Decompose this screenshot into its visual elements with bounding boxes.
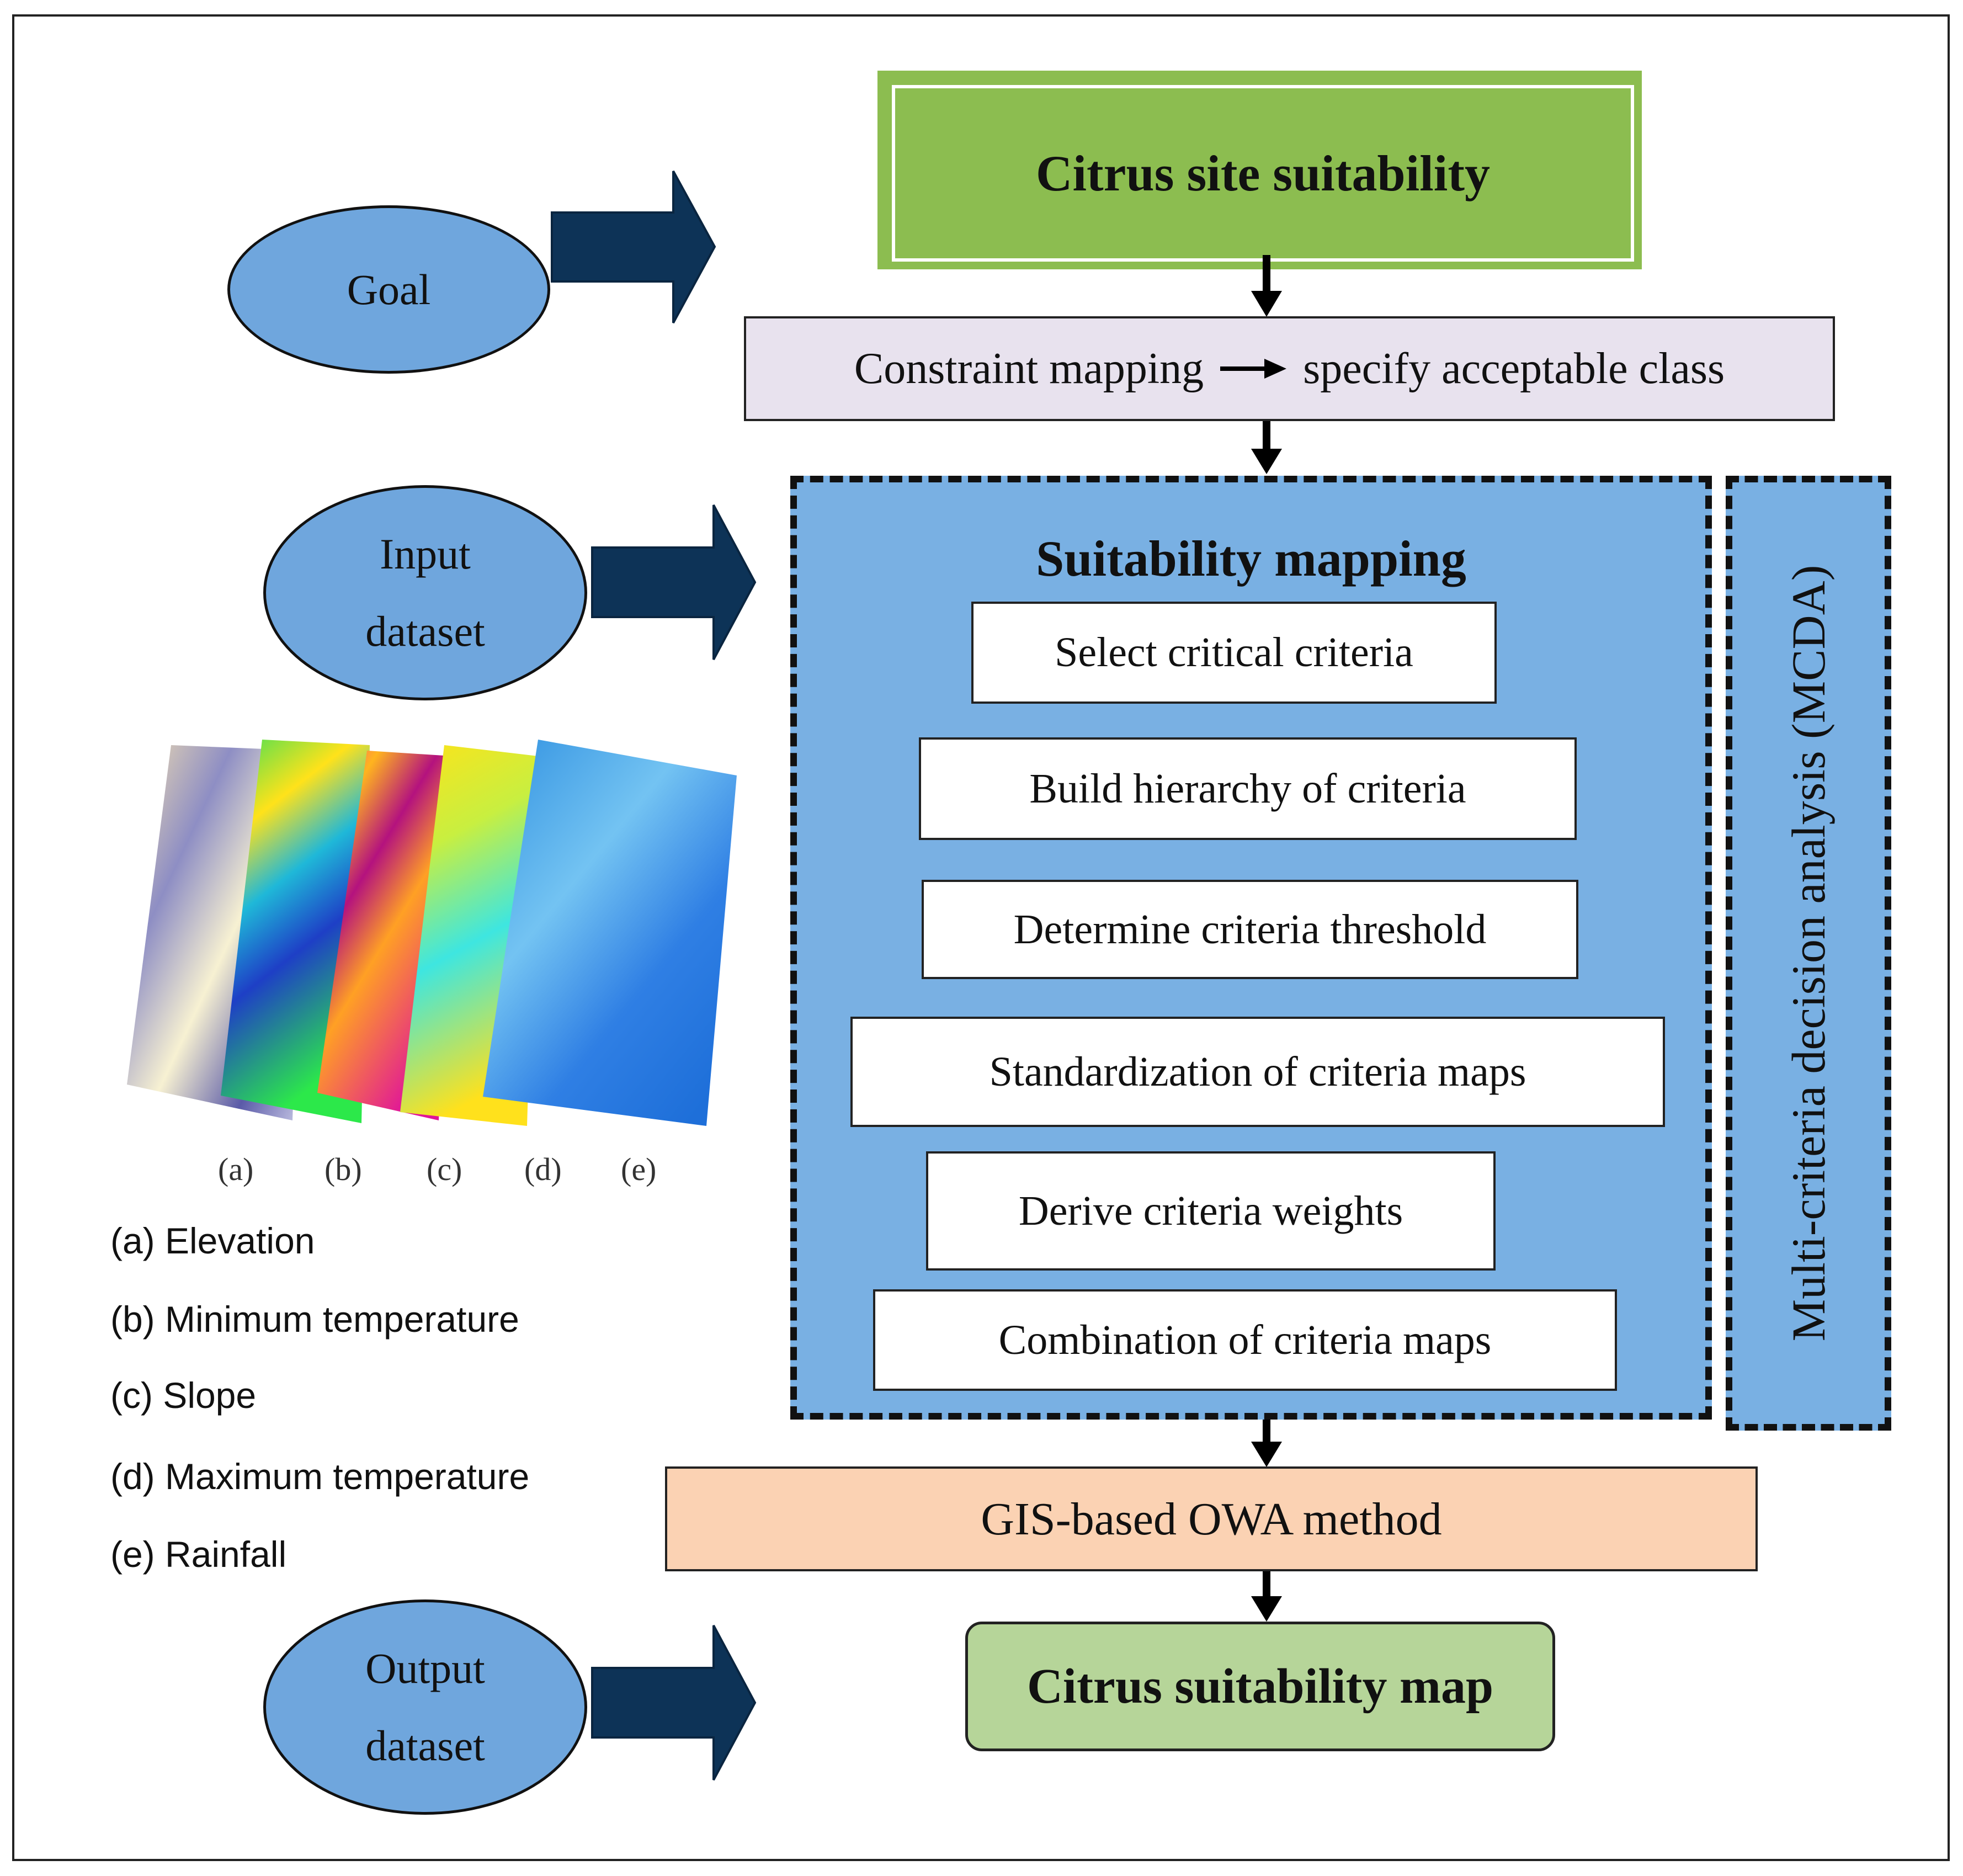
goal-box-text: Citrus site suitability bbox=[892, 85, 1634, 262]
mcda-panel: Multi-criteria decision analysis (MCDA) bbox=[1726, 476, 1891, 1431]
mcda-label: Multi-criteria decision analysis (MCDA) bbox=[1782, 565, 1835, 1342]
goal-arrow bbox=[551, 171, 716, 323]
constraint-box: Constraint mapping specify acceptable cl… bbox=[744, 316, 1835, 421]
legend-min-temperature: (b) Minimum temperature bbox=[110, 1299, 519, 1340]
map-caption-a: (a) bbox=[218, 1151, 254, 1187]
gis-method-box: GIS-based OWA method bbox=[665, 1466, 1758, 1571]
suitability-title: Suitability mapping bbox=[1036, 530, 1466, 587]
map-caption-d: (d) bbox=[524, 1151, 562, 1187]
step-select-criteria: Select critical criteria bbox=[971, 602, 1497, 704]
down-arrow-4 bbox=[1251, 1571, 1282, 1622]
map-caption-b: (b) bbox=[324, 1151, 362, 1187]
down-arrow-2 bbox=[1251, 421, 1282, 474]
down-arrow-3 bbox=[1251, 1417, 1282, 1467]
output-label-line2: dataset bbox=[365, 1721, 485, 1769]
goal-box: Citrus site suitability bbox=[877, 71, 1642, 269]
output-box: Citrus suitability map bbox=[965, 1622, 1555, 1751]
figure-frame bbox=[12, 14, 1950, 1861]
step-combination: Combination of criteria maps bbox=[873, 1289, 1617, 1391]
criteria-maps-image bbox=[127, 740, 737, 1126]
output-arrow bbox=[591, 1625, 757, 1781]
output-ellipse: Output dataset bbox=[263, 1599, 587, 1815]
legend-rainfall: (e) Rainfall bbox=[110, 1534, 287, 1575]
step-determine-threshold: Determine criteria threshold bbox=[922, 880, 1578, 979]
map-caption-e: (e) bbox=[621, 1151, 657, 1187]
output-label-line1: Output bbox=[365, 1644, 485, 1692]
right-arrow-icon bbox=[1220, 359, 1287, 379]
step-derive-weights: Derive criteria weights bbox=[926, 1151, 1496, 1271]
down-arrow-1 bbox=[1251, 255, 1282, 317]
legend-elevation: (a) Elevation bbox=[110, 1220, 315, 1261]
step-build-hierarchy: Build hierarchy of criteria bbox=[919, 737, 1577, 840]
input-label-line1: Input bbox=[380, 530, 471, 578]
input-arrow bbox=[591, 504, 757, 660]
constraint-right-text: specify acceptable class bbox=[1303, 344, 1725, 393]
legend-max-temperature: (d) Maximum temperature bbox=[110, 1456, 530, 1497]
input-ellipse: Input dataset bbox=[263, 485, 587, 700]
goal-label: Goal bbox=[347, 265, 431, 313]
constraint-left-text: Constraint mapping bbox=[854, 344, 1204, 393]
step-standardization: Standardization of criteria maps bbox=[850, 1017, 1665, 1127]
legend-slope: (c) Slope bbox=[110, 1375, 257, 1416]
map-caption-c: (c) bbox=[427, 1151, 462, 1187]
input-label-line2: dataset bbox=[365, 607, 485, 655]
goal-ellipse: Goal bbox=[227, 205, 550, 374]
